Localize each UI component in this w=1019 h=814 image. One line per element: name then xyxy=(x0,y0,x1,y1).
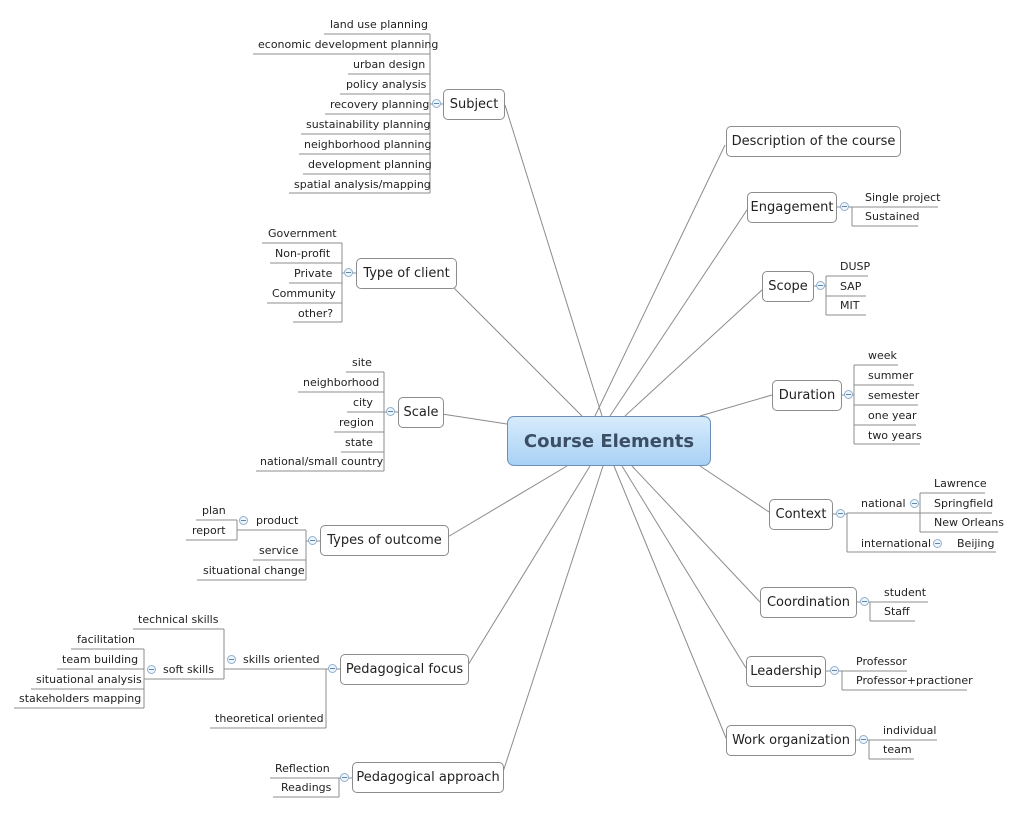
topic-scale[interactable]: Scale xyxy=(398,397,444,428)
topic-scope[interactable]: Scope xyxy=(762,271,814,302)
leaf-non-profit[interactable]: Non-profit xyxy=(275,247,331,260)
topic-coordination[interactable]: Coordination xyxy=(760,587,857,618)
leaf-other[interactable]: other? xyxy=(298,307,334,320)
leaf-springfield[interactable]: Springfield xyxy=(934,497,994,510)
leaf-private[interactable]: Private xyxy=(294,267,333,280)
leaf-city[interactable]: city xyxy=(353,396,373,409)
leaf-lawrence[interactable]: Lawrence xyxy=(934,477,987,490)
topic-type-of-client[interactable]: Type of client xyxy=(356,258,457,289)
collapse-toggle-pedagogical-focus[interactable] xyxy=(328,664,337,673)
topic-context[interactable]: Context xyxy=(769,499,833,530)
leaf-two-years[interactable]: two years xyxy=(868,429,922,442)
topic-subject[interactable]: Subject xyxy=(443,89,505,120)
leaf-region[interactable]: region xyxy=(339,416,374,429)
collapse-toggle-engagement[interactable] xyxy=(840,202,849,211)
subtopic-product[interactable]: product xyxy=(256,514,299,527)
topic-types-of-outcome[interactable]: Types of outcome xyxy=(320,525,449,556)
collapse-toggle-coordination[interactable] xyxy=(860,597,869,606)
leaf-recovery-planning[interactable]: recovery planning xyxy=(330,98,430,111)
leaf-community[interactable]: Community xyxy=(272,287,336,300)
subtopic-skills-oriented[interactable]: skills oriented xyxy=(243,653,320,666)
subtopic-soft-skills[interactable]: soft skills xyxy=(163,663,214,676)
collapse-toggle-leadership[interactable] xyxy=(830,666,839,675)
leaf-staff[interactable]: Staff xyxy=(884,605,910,618)
leaf-stakeholders-mapping[interactable]: stakeholders mapping xyxy=(19,692,142,705)
collapse-toggle-skills-oriented[interactable] xyxy=(227,655,236,664)
leaf-team[interactable]: team xyxy=(883,743,912,756)
leaf-readings[interactable]: Readings xyxy=(281,781,332,794)
leaf-state[interactable]: state xyxy=(345,436,373,449)
leaf-sap[interactable]: SAP xyxy=(840,280,862,293)
leaf-service[interactable]: service xyxy=(259,544,299,557)
topic-work-organization[interactable]: Work organization xyxy=(726,725,856,756)
leaf-technical-skills[interactable]: technical skills xyxy=(138,613,219,626)
leaf-neighborhood[interactable]: neighborhood xyxy=(303,376,380,389)
leaf-economic-development-planning[interactable]: economic development planning xyxy=(258,38,439,51)
leaf-policy-analysis[interactable]: policy analysis xyxy=(346,78,427,91)
leaf-spatial-analysis-mapping[interactable]: spatial analysis/mapping xyxy=(294,178,431,191)
leaf-new-orleans[interactable]: New Orleans xyxy=(934,516,1004,529)
leaf-sustainability-planning[interactable]: sustainability planning xyxy=(306,118,431,131)
leaf-site[interactable]: site xyxy=(352,356,372,369)
leaf-government[interactable]: Government xyxy=(268,227,337,240)
leaf-sustained[interactable]: Sustained xyxy=(865,210,920,223)
collapse-toggle-national[interactable] xyxy=(910,499,919,508)
leaf-summer[interactable]: summer xyxy=(868,369,914,382)
leaf-team-building[interactable]: team building xyxy=(62,653,139,666)
topic-leadership[interactable]: Leadership xyxy=(746,656,826,687)
subtopic-theoretical-oriented[interactable]: theoretical oriented xyxy=(215,712,324,725)
collapse-toggle-international[interactable] xyxy=(933,539,942,548)
collapse-toggle-product[interactable] xyxy=(239,516,248,525)
leaf-one-year[interactable]: one year xyxy=(868,409,917,422)
collapse-toggle-scale[interactable] xyxy=(386,407,395,416)
leaf-national-small-country[interactable]: national/small country xyxy=(260,455,384,468)
collapse-toggle-context[interactable] xyxy=(836,509,845,518)
leaf-plan[interactable]: plan xyxy=(202,504,226,517)
leaf-land-use-planning[interactable]: land use planning xyxy=(330,18,428,31)
leaf-reflection[interactable]: Reflection xyxy=(275,762,330,775)
collapse-toggle-duration[interactable] xyxy=(844,390,853,399)
collapse-toggle-pedagogical-approach[interactable] xyxy=(340,773,349,782)
leaf-professor-practioner[interactable]: Professor+practioner xyxy=(856,674,973,687)
subtopic-international[interactable]: international xyxy=(861,537,932,550)
collapse-toggle-subject[interactable] xyxy=(432,99,441,108)
collapse-toggle-scope[interactable] xyxy=(816,281,825,290)
central-topic[interactable]: Course Elements xyxy=(507,416,711,466)
leaf-individual[interactable]: individual xyxy=(883,724,937,737)
leaf-single-project[interactable]: Single project xyxy=(865,191,941,204)
collapse-toggle-work-organization[interactable] xyxy=(859,735,868,744)
leaf-neighborhood-planning[interactable]: neighborhood planning xyxy=(304,138,432,151)
leaf-situational-analysis[interactable]: situational analysis xyxy=(36,673,142,686)
topic-duration[interactable]: Duration xyxy=(772,380,842,411)
leaf-facilitation[interactable]: facilitation xyxy=(77,633,135,646)
collapse-toggle-types-of-outcome[interactable] xyxy=(308,536,317,545)
topic-engagement[interactable]: Engagement xyxy=(747,192,837,223)
leaf-mit[interactable]: MIT xyxy=(840,299,860,312)
topic-description-of-the-course[interactable]: Description of the course xyxy=(726,126,901,157)
leaf-report[interactable]: report xyxy=(192,524,226,537)
topic-pedagogical-focus[interactable]: Pedagogical focus xyxy=(340,654,469,685)
collapse-toggle-soft-skills[interactable] xyxy=(147,665,156,674)
subtopic-national[interactable]: national xyxy=(861,497,906,510)
leaf-urban-design[interactable]: urban design xyxy=(353,58,426,71)
topic-pedagogical-approach[interactable]: Pedagogical approach xyxy=(352,762,504,793)
leaf-professor[interactable]: Professor xyxy=(856,655,907,668)
collapse-toggle-type-of-client[interactable] xyxy=(344,268,353,277)
leaf-dusp[interactable]: DUSP xyxy=(840,260,871,273)
leaf-beijing[interactable]: Beijing xyxy=(957,537,995,550)
leaf-semester[interactable]: semester xyxy=(868,389,920,402)
leaf-development-planning[interactable]: development planning xyxy=(308,158,432,171)
leaf-student[interactable]: student xyxy=(884,586,927,599)
leaf-week[interactable]: week xyxy=(868,349,897,362)
leaf-situational-change[interactable]: situational change xyxy=(203,564,305,577)
